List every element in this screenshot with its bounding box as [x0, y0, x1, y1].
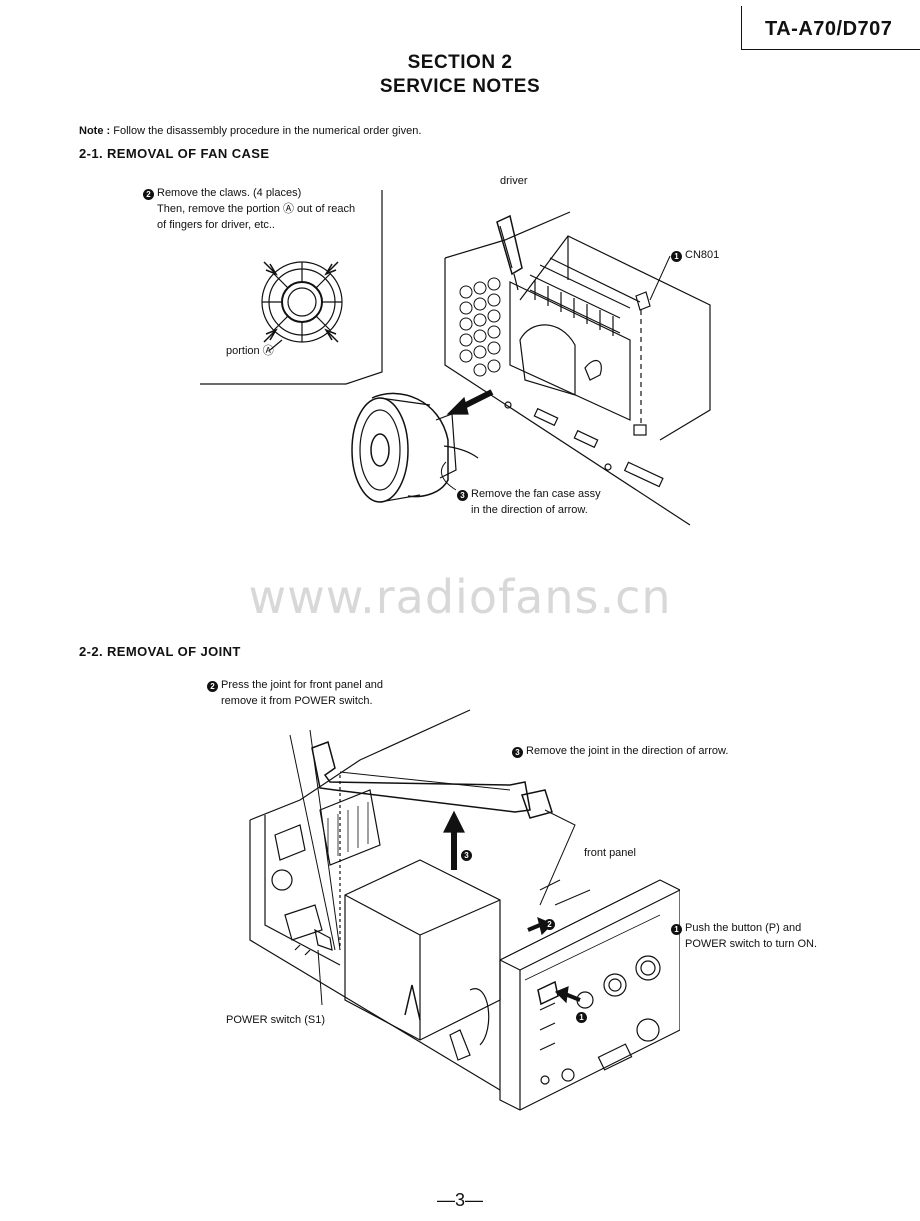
note-label: Note : — [79, 125, 111, 137]
joint-arrow1-marker: 1 — [576, 1006, 590, 1024]
fan-step2-line1: Remove the claws. (4 places) — [157, 187, 302, 199]
header-rule-vertical — [741, 6, 742, 50]
step-marker: 3 — [457, 490, 468, 501]
joint-diagram — [249, 709, 680, 1111]
fan-step3-line1: Remove the fan case assy — [471, 488, 601, 500]
step-marker: 3 — [512, 747, 523, 758]
fan-step3-line2: in the direction of arrow. — [471, 504, 588, 516]
note: Note : Follow the disassembly procedure … — [79, 125, 421, 137]
joint-arrow3-marker: 3 — [461, 844, 475, 862]
step-marker: 2 — [143, 189, 154, 200]
joint-step1-line1: Push the button (P) and — [685, 922, 802, 934]
step-marker: 2 — [544, 919, 555, 930]
watermark: www.radiofans.cn — [248, 570, 672, 624]
driver-label: driver — [500, 175, 528, 187]
step-marker: 3 — [461, 850, 472, 861]
joint-step1-line2: POWER switch to turn ON. — [685, 938, 818, 950]
fan-case-diagram — [200, 190, 711, 526]
power-switch-label: POWER switch (S1) — [226, 1014, 326, 1026]
note-text: Follow the disassembly procedure in the … — [113, 125, 422, 137]
section-number: SECTION 2 — [407, 52, 513, 73]
heading-joint: 2-2. REMOVAL OF JOINT — [79, 644, 241, 659]
step-marker: 1 — [671, 924, 682, 935]
joint-step2-line1: Press the joint for front panel and — [221, 679, 384, 691]
section-title: SERVICE NOTES — [379, 76, 541, 97]
fan-step2-line2: Then, remove the portion Ⓐ out of reach — [157, 203, 356, 215]
fan-step2-line3: of fingers for driver, etc.. — [157, 219, 275, 231]
joint-step3-text: Remove the joint in the direction of arr… — [526, 745, 729, 757]
step-marker: 2 — [207, 681, 218, 692]
step-marker: 1 — [671, 251, 682, 262]
step-marker: 1 — [576, 1012, 587, 1023]
cn801-label: CN801 — [685, 249, 720, 261]
heading-fan-case: 2-1. REMOVAL OF FAN CASE — [79, 146, 270, 161]
front-panel-label: front panel — [584, 847, 636, 859]
page-number: —3— — [436, 1190, 483, 1210]
joint-step2-line2: remove it from POWER switch. — [221, 695, 373, 707]
model-number: TA-A70/D707 — [765, 18, 893, 40]
portion-label: portion Ⓐ — [226, 345, 274, 357]
header-rule-horizontal — [741, 49, 920, 50]
joint-arrow2-marker: 2 — [544, 913, 558, 931]
